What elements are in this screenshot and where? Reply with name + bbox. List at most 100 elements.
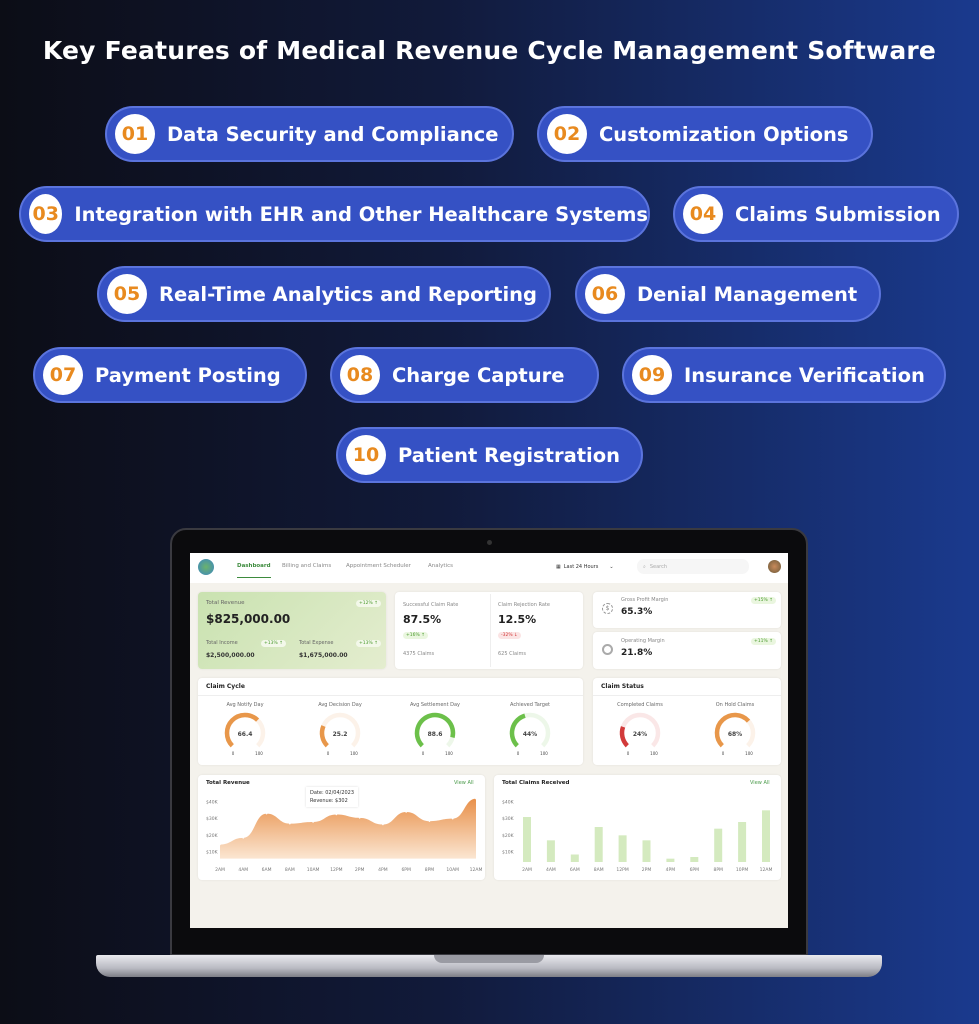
feature-number: 03 [29, 194, 63, 234]
bar [762, 810, 770, 862]
gauge-value: 68% [728, 731, 742, 738]
tab-dashboard[interactable]: Dashboard [237, 563, 271, 578]
feature-pill-05: 05 Real-Time Analytics and Reporting [97, 266, 551, 322]
data-point [242, 837, 245, 839]
feature-number: 10 [346, 435, 386, 475]
claim-rejection-count: 625 Claims [498, 651, 526, 657]
x-tick-label: 12PM [330, 867, 342, 873]
gauge-value: 25.2 [333, 731, 348, 738]
x-tick-label: 8AM [285, 867, 295, 873]
x-tick-label: 12AM [470, 867, 483, 873]
x-tick-label: 10PM [736, 867, 748, 873]
gauge: 44% 0 100 [509, 712, 551, 756]
feature-number: 06 [585, 274, 625, 314]
view-all-link[interactable]: View All [750, 780, 770, 786]
claim-rejection-badge: -32% ↓ [498, 632, 521, 639]
total-income-label: Total Income [206, 640, 238, 646]
feature-number: 05 [107, 274, 147, 314]
gross-profit-badge: +15% ↑ [751, 597, 776, 604]
bar [523, 817, 531, 862]
bar [594, 827, 603, 862]
data-point [289, 822, 291, 825]
feature-label: Customization Options [599, 122, 849, 146]
tab-analytics[interactable]: Analytics [428, 563, 453, 569]
x-tick-label: 12PM [616, 867, 628, 873]
y-tick-label: $10K [502, 850, 515, 856]
date-filter-label: Last 24 Hours [563, 563, 599, 570]
feature-label: Real-Time Analytics and Reporting [159, 282, 537, 306]
gauge-label: On Hold Claims [715, 702, 755, 708]
gauge-max: 100 [445, 751, 453, 756]
data-point [312, 821, 314, 823]
data-point [358, 817, 361, 819]
x-tick-label: 8PM [713, 867, 723, 873]
x-tick-label: 6AM [570, 867, 580, 873]
claim-cycle-title: Claim Cycle [206, 683, 245, 690]
y-tick-label: $30K [206, 816, 219, 822]
data-point [219, 843, 221, 846]
bar [618, 835, 627, 862]
x-tick-label: 6PM [690, 867, 700, 873]
gauge-value: 44% [523, 731, 537, 738]
logo-icon [198, 559, 214, 575]
gross-profit-label: Gross Profit Margin [621, 597, 669, 603]
gauge-max: 100 [745, 751, 753, 756]
gauge-label: Avg Notify Day [226, 702, 264, 708]
gross-profit-value: 65.3% [621, 607, 653, 617]
gauge-min: 0 [517, 751, 520, 756]
x-tick-label: 8AM [594, 867, 604, 873]
bar [690, 857, 699, 862]
y-tick-label: $20K [502, 833, 515, 839]
gauge-label: Achieved Target [510, 702, 550, 708]
dashboard-screen: Dashboard Billing and Claims Appointment… [190, 553, 788, 928]
laptop-notch [434, 955, 544, 963]
date-filter[interactable]: ▦Last 24 Hours⌄ [552, 559, 630, 574]
chart-tooltip: Date: 02/04/2023 Revenue: $302 [306, 787, 359, 807]
claim-rate-card: Successful Claim Rate 87.5% +16% ↑ 4375 … [395, 592, 583, 669]
tooltip-value: Revenue: $302 [310, 798, 348, 804]
gauge-value-arc [224, 712, 260, 748]
tab-appointment-scheduler[interactable]: Appointment Scheduler [346, 563, 411, 569]
view-all-link[interactable]: View All [454, 780, 474, 786]
operating-margin-badge: +11% ↑ [751, 638, 776, 645]
feature-label: Insurance Verification [684, 363, 925, 387]
gauge-min: 0 [627, 751, 630, 756]
tab-billing-and-claims[interactable]: Billing and Claims [282, 563, 332, 569]
feature-pill-09: 09 Insurance Verification [622, 347, 946, 403]
gauge-max: 100 [350, 751, 358, 756]
total-expense-value: $1,675,000.00 [299, 652, 348, 659]
gross-profit-card: $ Gross Profit Margin 65.3% +15% ↑ [593, 592, 781, 628]
dollar-cycle-icon: $ [602, 603, 613, 614]
feature-number: 09 [632, 355, 672, 395]
data-point [335, 813, 338, 816]
gauge-max: 100 [540, 751, 548, 756]
total-revenue-label: Total Revenue [206, 600, 245, 606]
page-title: Key Features of Medical Revenue Cycle Ma… [42, 36, 937, 65]
data-point [475, 797, 477, 800]
y-tick-label: $20K [206, 833, 219, 839]
total-revenue-value: $825,000.00 [206, 612, 291, 626]
x-tick-label: 4PM [666, 867, 676, 873]
gauge-max: 100 [255, 751, 263, 756]
gauge-value-arc [509, 713, 526, 748]
gauge-min: 0 [327, 751, 330, 756]
gauge-label: Completed Claims [617, 702, 663, 708]
gauge: 25.2 0 100 [319, 712, 361, 756]
avatar[interactable] [768, 560, 781, 573]
claim-status-title: Claim Status [601, 683, 644, 690]
bar [642, 840, 651, 862]
y-tick-label: $30K [502, 816, 515, 822]
gauge-value-arc [619, 726, 629, 748]
laptop-base [96, 955, 882, 977]
search-input[interactable]: ⌕Search [637, 559, 749, 574]
feature-number: 04 [683, 194, 723, 234]
